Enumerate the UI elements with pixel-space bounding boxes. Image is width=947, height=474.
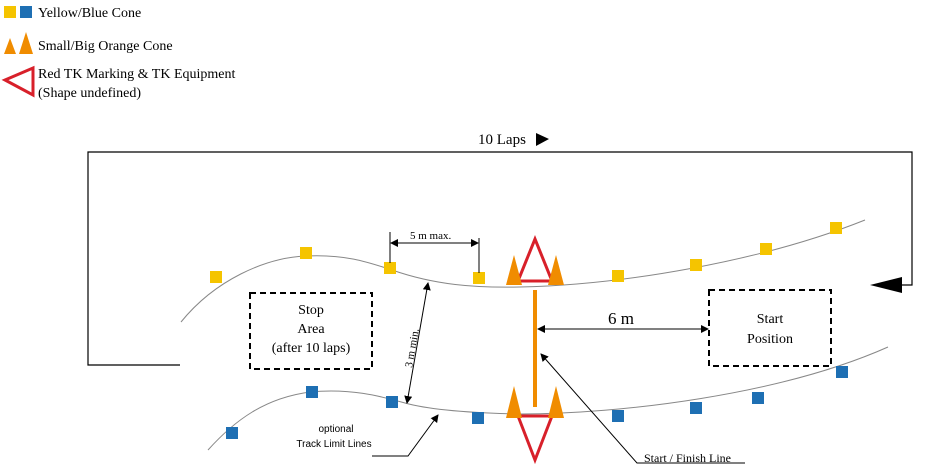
legend-small-orange-cone-icon — [4, 38, 16, 54]
yellow-cone-icon — [384, 262, 396, 274]
yellow-cone-icon — [760, 243, 772, 255]
yellow-cone-icon — [210, 271, 222, 283]
blue-cone-icon — [612, 410, 624, 422]
stop-area-box — [249, 292, 373, 370]
stop-area-label-2: Area — [297, 322, 325, 337]
blue-cone-icon — [752, 392, 764, 404]
blue-cone-icon — [226, 427, 238, 439]
track-limit-leader — [372, 414, 439, 457]
orange-cone-big-icon — [506, 386, 522, 418]
dim-track-width-line — [404, 282, 431, 404]
blue-cone-icon — [690, 402, 702, 414]
start-position-label-1: Start — [757, 312, 784, 327]
route-entry-arrow-icon — [870, 277, 902, 293]
legend-yellow-cone-icon — [4, 6, 16, 18]
stop-area-label-1: Stop — [298, 303, 324, 318]
orange-cone-big-icon — [548, 255, 564, 285]
route-outer-loop — [87, 151, 913, 366]
track-limit-label-2: Track Limit Lines — [296, 439, 371, 450]
blue-cone-icon — [836, 366, 848, 378]
tk-marking-bottom-icon — [515, 414, 555, 465]
laps-label: 10 Laps — [478, 132, 526, 148]
start-finish-label: Start / Finish Line — [644, 451, 731, 465]
dim-track-width-label: 3 m min. — [403, 327, 422, 368]
yellow-cone-icon — [830, 222, 842, 234]
blue-cone-icon — [386, 396, 398, 408]
start-finish-leader — [540, 353, 745, 464]
orange-cone-big-icon — [548, 386, 564, 418]
legend-orange-cone-label: Small/Big Orange Cone — [38, 39, 173, 54]
orange-cone-big-icon — [506, 255, 522, 285]
laps-direction-arrow-icon — [536, 133, 549, 146]
legend-red-tk-note: (Shape undefined) — [38, 86, 141, 101]
legend-blue-cone-icon — [20, 6, 32, 18]
yellow-cone-icon — [300, 247, 312, 259]
yellow-cone-icon — [612, 270, 624, 282]
start-position-label-2: Position — [747, 332, 793, 347]
tk-marking-top-icon — [515, 235, 555, 283]
legend-big-orange-cone-icon — [19, 32, 33, 54]
track-limit-label-1: optional — [318, 424, 353, 435]
blue-cone-icon — [306, 386, 318, 398]
legend-yellow-blue-label: Yellow/Blue Cone — [38, 6, 141, 21]
blue-cone-icon — [472, 412, 484, 424]
stop-area-label-3: (after 10 laps) — [272, 341, 351, 356]
dim-cone-spacing-label: 5 m max. — [410, 230, 451, 242]
legend-red-tk-marking-icon — [1, 65, 35, 98]
track-inner-edge — [207, 346, 889, 451]
dim-start-distance-label: 6 m — [608, 309, 634, 328]
yellow-cone-icon — [690, 259, 702, 271]
yellow-cones — [210, 222, 842, 284]
legend: Yellow/Blue Cone Small/Big Orange Cone R… — [1, 6, 236, 101]
yellow-cone-icon — [473, 272, 485, 284]
start-position-box — [708, 289, 832, 367]
legend-red-tk-label: Red TK Marking & TK Equipment — [38, 67, 236, 82]
blue-cones — [226, 366, 848, 439]
